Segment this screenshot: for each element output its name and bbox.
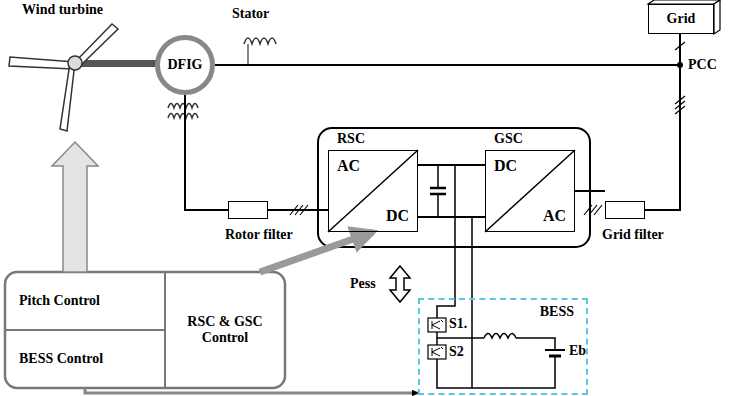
power-line — [268, 209, 328, 211]
control-line — [85, 388, 418, 393]
converter-diagonal — [328, 150, 418, 232]
converter-name: GSC — [494, 131, 523, 147]
battery-plate — [549, 355, 561, 358]
filter-box: Grid filter — [605, 201, 645, 219]
bess-wire — [472, 356, 555, 388]
switch-name: S2 — [449, 344, 464, 360]
bess-wire — [437, 217, 472, 388]
power-line — [575, 190, 605, 192]
converter-housing — [318, 128, 590, 247]
control-arrow — [52, 142, 98, 272]
part-name: Wind turbine — [22, 2, 103, 18]
stator-coil — [244, 38, 276, 44]
capacitor-lead — [437, 194, 439, 217]
bess-wire — [516, 338, 555, 350]
grid-box-top — [648, 0, 720, 4]
storage-box: BESS — [418, 298, 588, 395]
switch-glyph — [432, 347, 443, 356]
switch-name: S1. — [449, 316, 467, 332]
battery-plate — [545, 349, 565, 351]
control-cell: Pitch Control — [5, 272, 165, 330]
node-text: RSC & GSC Control — [171, 314, 279, 346]
bess-wire — [437, 337, 484, 339]
power-arrow — [390, 266, 410, 302]
panel-divider — [5, 329, 165, 331]
node-text: DC — [494, 157, 517, 175]
node-text: DC — [386, 207, 409, 225]
converter-box: GSCDCAC — [485, 150, 575, 232]
switch-glyph — [432, 320, 443, 329]
blade — [60, 62, 75, 131]
rotor-coil — [168, 114, 198, 119]
part-name: Stator — [232, 6, 269, 22]
filter-box: Rotor filter — [228, 201, 268, 219]
shaft — [80, 60, 156, 67]
grid-box-side — [714, 0, 720, 34]
control-cell: RSC & GSC Control — [165, 272, 285, 388]
coil-lead — [247, 44, 248, 64]
grid-box: Grid — [648, 4, 714, 34]
point-name: PCC — [688, 57, 717, 73]
dc-wire — [418, 216, 485, 218]
capacitor-lead — [437, 165, 439, 188]
node-text: DFIG — [168, 57, 203, 73]
rotor-coil — [168, 104, 198, 109]
power-line — [215, 34, 680, 65]
control-arrow — [260, 232, 373, 272]
signal-name: Pess — [350, 276, 376, 292]
node-text: AC — [543, 207, 566, 225]
dc-link — [418, 164, 485, 166]
node-text: BESS — [540, 304, 574, 320]
converter-diagonal — [485, 150, 575, 232]
inductor-symbol — [484, 334, 516, 339]
node-text: Pitch Control — [19, 293, 100, 309]
bess-wire — [437, 165, 455, 318]
signal-name: Eb — [569, 343, 586, 359]
capacitor-plate — [430, 187, 446, 190]
node-text: Grid — [667, 11, 696, 27]
node-text: Grid filter — [602, 227, 664, 243]
hub — [68, 56, 82, 70]
node-text: Rotor filter — [225, 227, 293, 243]
switch-symbol — [428, 318, 446, 332]
converter-box: RSCACDC — [328, 150, 418, 232]
tick — [594, 205, 602, 215]
control-cell: BESS Control — [5, 330, 165, 388]
generator-circle: DFIG — [155, 35, 215, 95]
control-panel — [5, 272, 285, 388]
node-text: BESS Control — [19, 351, 103, 367]
converter-name: RSC — [337, 131, 365, 147]
power-line — [185, 95, 228, 210]
switch-symbol — [428, 345, 446, 359]
power-line — [645, 34, 680, 210]
blade — [9, 57, 75, 69]
node-text: AC — [337, 157, 360, 175]
